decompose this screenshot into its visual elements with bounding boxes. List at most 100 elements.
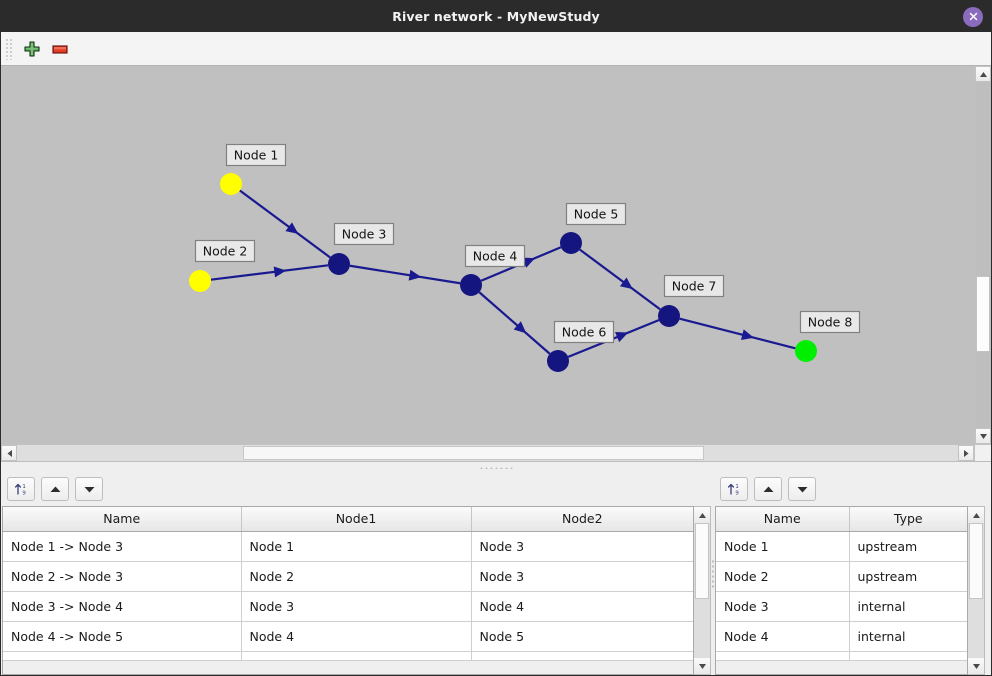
- table-cell[interactable]: [3, 651, 242, 661]
- branches-column-header[interactable]: Node1: [241, 507, 472, 532]
- edge-line[interactable]: [579, 248, 661, 311]
- graph-node[interactable]: [460, 274, 482, 296]
- branches-column-header[interactable]: Name: [3, 507, 242, 532]
- nodes-vscroll-thumb[interactable]: [969, 523, 983, 599]
- node-label-text: Node 2: [203, 243, 248, 258]
- graph-scroll-left-button[interactable]: [1, 445, 17, 461]
- node-label-box[interactable]: [194, 239, 256, 263]
- delete-node-button[interactable]: [46, 35, 74, 63]
- node-label-box[interactable]: [663, 274, 725, 298]
- graph-node[interactable]: [658, 305, 680, 327]
- graph-scroll-right-button[interactable]: [958, 445, 974, 461]
- nodes-scroll-down-button[interactable]: [968, 658, 984, 674]
- table-cell[interactable]: [241, 651, 472, 661]
- branches-scroll-up-button[interactable]: [694, 507, 711, 523]
- table-cell[interactable]: Node 4: [716, 621, 850, 652]
- branches-vscroll-thumb[interactable]: [695, 523, 710, 599]
- table-cell[interactable]: [716, 651, 850, 661]
- node-label-box[interactable]: [225, 143, 287, 167]
- horizontal-splitter[interactable]: [1, 461, 991, 472]
- graph-node[interactable]: [547, 350, 569, 372]
- edge-line[interactable]: [239, 189, 331, 259]
- table-cell[interactable]: Node 2 -> Node 3: [3, 561, 242, 592]
- branches-scroll-down-button[interactable]: [694, 658, 711, 674]
- chevron-left-icon: [7, 449, 12, 457]
- graph-scroll-down-button[interactable]: [975, 428, 991, 444]
- vertical-splitter[interactable]: [711, 472, 714, 675]
- branches-sort-button[interactable]: 1 9: [7, 477, 35, 501]
- graph-node[interactable]: [795, 340, 817, 362]
- edge-line[interactable]: [679, 317, 796, 350]
- graph-vscroll-track[interactable]: [975, 82, 991, 428]
- table-row-partial[interactable]: [716, 651, 967, 661]
- graph-horizontal-scrollbar[interactable]: [1, 444, 974, 461]
- graph-hscroll-track[interactable]: [17, 445, 958, 461]
- graph-node[interactable]: [560, 232, 582, 254]
- table-cell[interactable]: Node 1 -> Node 3: [3, 531, 242, 562]
- graph-scroll-up-button[interactable]: [975, 66, 991, 82]
- toolbar-grip[interactable]: [5, 37, 13, 60]
- table-cell[interactable]: Node 3: [471, 531, 694, 562]
- graph-hscroll-thumb[interactable]: [242, 446, 704, 460]
- table-cell[interactable]: Node 4: [241, 621, 472, 652]
- table-cell[interactable]: Node 4: [471, 591, 694, 622]
- node-label-box[interactable]: [553, 320, 615, 344]
- table-cell[interactable]: internal: [849, 621, 967, 652]
- node-label-box[interactable]: [799, 310, 861, 334]
- table-cell[interactable]: Node 5: [471, 621, 694, 652]
- edge-line[interactable]: [349, 264, 461, 285]
- table-cell[interactable]: internal: [849, 591, 967, 622]
- table-cell[interactable]: Node 2: [716, 561, 850, 592]
- table-cell[interactable]: Node 4 -> Node 5: [3, 621, 242, 652]
- node-label-box[interactable]: [333, 222, 395, 246]
- delete-node-icon: [52, 44, 68, 54]
- branches-move-down-button[interactable]: [75, 477, 103, 501]
- table-cell[interactable]: Node 1: [716, 531, 850, 562]
- table-row-partial[interactable]: [3, 651, 694, 661]
- nodes-vertical-scrollbar[interactable]: [968, 506, 985, 675]
- table-cell[interactable]: Node 2: [241, 561, 472, 592]
- add-node-button[interactable]: [18, 35, 46, 63]
- table-cell[interactable]: Node 1: [241, 531, 472, 562]
- close-button[interactable]: [963, 6, 983, 27]
- table-cell[interactable]: [849, 651, 967, 661]
- branches-vertical-scrollbar[interactable]: [694, 506, 712, 675]
- table-cell[interactable]: upstream: [849, 561, 967, 592]
- edge-line[interactable]: [478, 291, 551, 355]
- branches-column-header[interactable]: Node2: [471, 507, 694, 532]
- nodes-sort-button[interactable]: 1 9: [720, 477, 748, 501]
- graph-node[interactable]: [328, 253, 350, 275]
- nodes-move-down-button[interactable]: [788, 477, 816, 501]
- graph-node[interactable]: [189, 270, 211, 292]
- branches-vscroll-track[interactable]: [694, 523, 711, 658]
- table-cell[interactable]: Node 3: [716, 591, 850, 622]
- table-cell[interactable]: upstream: [849, 531, 967, 562]
- nodes-move-up-button[interactable]: [754, 477, 782, 501]
- branches-move-up-button[interactable]: [41, 477, 69, 501]
- table-cell[interactable]: [471, 651, 694, 661]
- table-cell[interactable]: Node 3: [241, 591, 472, 622]
- nodes-column-header[interactable]: Type: [849, 507, 967, 532]
- nodes-vscroll-track[interactable]: [968, 523, 984, 658]
- table-cell[interactable]: Node 3: [471, 561, 694, 592]
- edge-line[interactable]: [210, 264, 329, 281]
- graph-node[interactable]: [220, 173, 242, 195]
- nodes-scroll-up-button[interactable]: [968, 507, 984, 523]
- graph-vscroll-thumb[interactable]: [976, 275, 990, 352]
- node-label-box[interactable]: [464, 244, 526, 268]
- graph-vertical-scrollbar[interactable]: [974, 66, 991, 444]
- node-label-box[interactable]: [565, 202, 627, 226]
- nodes-column-header[interactable]: Name: [716, 507, 850, 532]
- table-cell[interactable]: Node 3 -> Node 4: [3, 591, 242, 622]
